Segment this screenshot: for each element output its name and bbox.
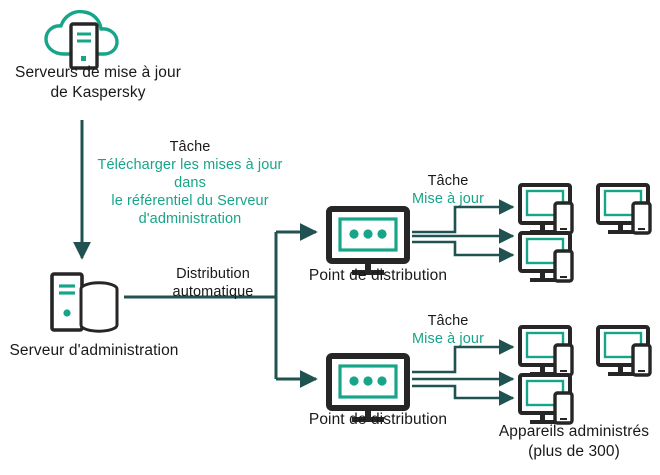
server-indicator-dot: [81, 56, 86, 61]
update-task-bottom-heading: Tâche: [427, 313, 469, 329]
dp-top-stand-base: [352, 270, 384, 275]
managed-devices-label-line1: Appareils administrés: [498, 423, 650, 440]
dp-top-dot-3: [377, 229, 387, 239]
device-bottom-center: [518, 373, 574, 425]
dp-top-stand-neck: [365, 261, 371, 270]
download-task-body-line3: le référentiel du Serveur: [111, 193, 269, 209]
distribution-point-top-label: Point de distribution: [308, 267, 448, 284]
dp-bottom-dot-1: [349, 376, 359, 386]
admin-server-tower-shape: [50, 272, 84, 332]
dp-top-dot-1: [349, 229, 359, 239]
edge-dp-bottom-to-device-1: [412, 339, 515, 374]
distribution-point-icon-top: [326, 206, 410, 275]
admin-server-label: Serveur d'administration: [9, 342, 179, 359]
cloud-shape: [44, 9, 119, 56]
dp-bottom-stand-neck: [365, 408, 371, 417]
download-task-body-line4: d'administration: [138, 211, 242, 227]
update-task-top-heading: Tâche: [427, 173, 469, 189]
edge-dp-top-to-device-3: [412, 240, 515, 263]
device-top-left: [518, 183, 574, 235]
update-servers-label-line1: Serveurs de mise à jour: [15, 64, 181, 81]
dp-bottom-stand-base: [352, 417, 384, 422]
device-bottom-left: [518, 325, 574, 377]
device-bottom-right: [596, 325, 652, 377]
update-servers-label-line2: de Kaspersky: [50, 84, 146, 101]
server-tower-shape: [69, 22, 99, 70]
server-database-icon: [50, 272, 119, 333]
auto-distribution-label-line1: Distribution: [176, 266, 250, 282]
database-stack-shape: [79, 281, 119, 333]
download-task-heading: Tâche: [169, 139, 211, 155]
download-task-body-line1: Télécharger les mises à jour: [97, 157, 283, 173]
update-task-top-body: Mise à jour: [411, 191, 484, 207]
download-task-body-line2: dans: [174, 175, 206, 191]
distribution-point-icon-bottom: [326, 353, 410, 422]
distribution-point-bottom-label: Point de distribution: [308, 411, 448, 428]
edge-dp-bottom-to-device-3: [412, 384, 515, 406]
managed-devices-label-line2: (plus de 300): [528, 443, 620, 460]
dp-bottom-dot-2: [363, 376, 373, 386]
auto-distribution-label-line2: automatique: [172, 284, 254, 300]
update-task-bottom-body: Mise à jour: [411, 331, 484, 347]
dp-top-dot-2: [363, 229, 373, 239]
device-top-right: [596, 183, 652, 235]
admin-server-indicator-dot: [63, 309, 71, 317]
device-top-bottom: [518, 231, 574, 283]
dp-bottom-dot-3: [377, 376, 387, 386]
cloud-server-icon: [44, 9, 119, 70]
edge-dp-top-to-device-1: [412, 199, 515, 234]
